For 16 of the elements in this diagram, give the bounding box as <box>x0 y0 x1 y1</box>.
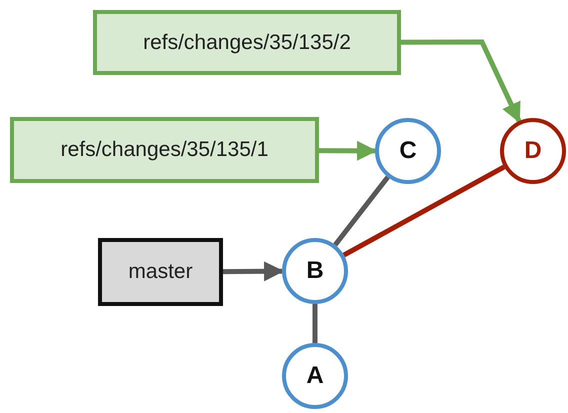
ref-label-box <box>93 10 401 75</box>
ref-name: refs/changes/35/135/1 <box>60 138 268 162</box>
connector-line <box>333 176 390 246</box>
arrow <box>318 140 377 161</box>
ref-label-box <box>10 117 319 183</box>
commit-label: D <box>524 137 542 165</box>
connector-line <box>342 164 506 258</box>
ref-name: refs/changes/35/135/2 <box>143 30 351 54</box>
commit-label: C <box>399 137 417 165</box>
arrow <box>401 40 522 123</box>
commit-label: B <box>306 257 324 285</box>
commit-label: A <box>306 362 324 390</box>
branch-box <box>98 238 223 306</box>
connector-line <box>312 304 318 343</box>
ref-name: master <box>128 260 193 284</box>
arrow <box>222 261 284 282</box>
